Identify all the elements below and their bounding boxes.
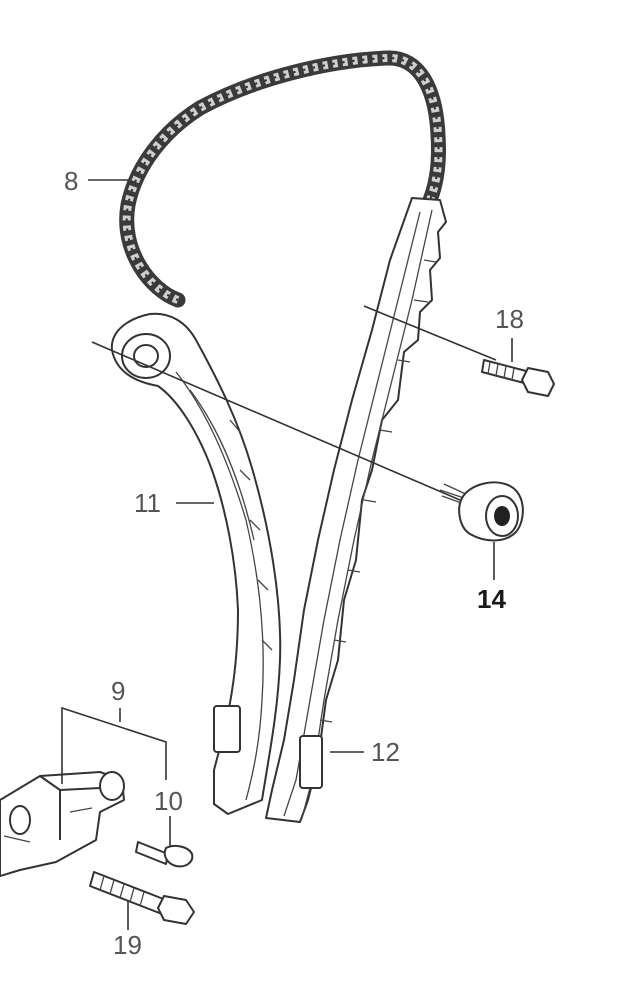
tensioner-assembly xyxy=(0,771,125,877)
callout-12: 12 xyxy=(371,737,400,767)
axis-line-tensioner xyxy=(91,341,461,501)
tensioner-washer xyxy=(135,841,194,868)
timing-chain xyxy=(119,50,446,308)
callout-19: 19 xyxy=(113,930,142,960)
callout-9: 9 xyxy=(111,676,125,706)
callout-10: 10 xyxy=(154,786,183,816)
chain-guide xyxy=(265,197,447,823)
guide-bolt xyxy=(481,359,555,397)
axis-line-guide-bolt xyxy=(363,305,497,361)
tensioner-bolt xyxy=(89,871,195,925)
bracket-9 xyxy=(61,706,167,784)
chain-tensioner xyxy=(439,481,524,542)
callout-11: 11 xyxy=(134,488,161,518)
callout-14: 14 xyxy=(477,584,506,614)
tensioner-arm xyxy=(110,312,282,815)
callout-8: 8 xyxy=(64,166,78,196)
callout-18: 18 xyxy=(495,304,524,334)
